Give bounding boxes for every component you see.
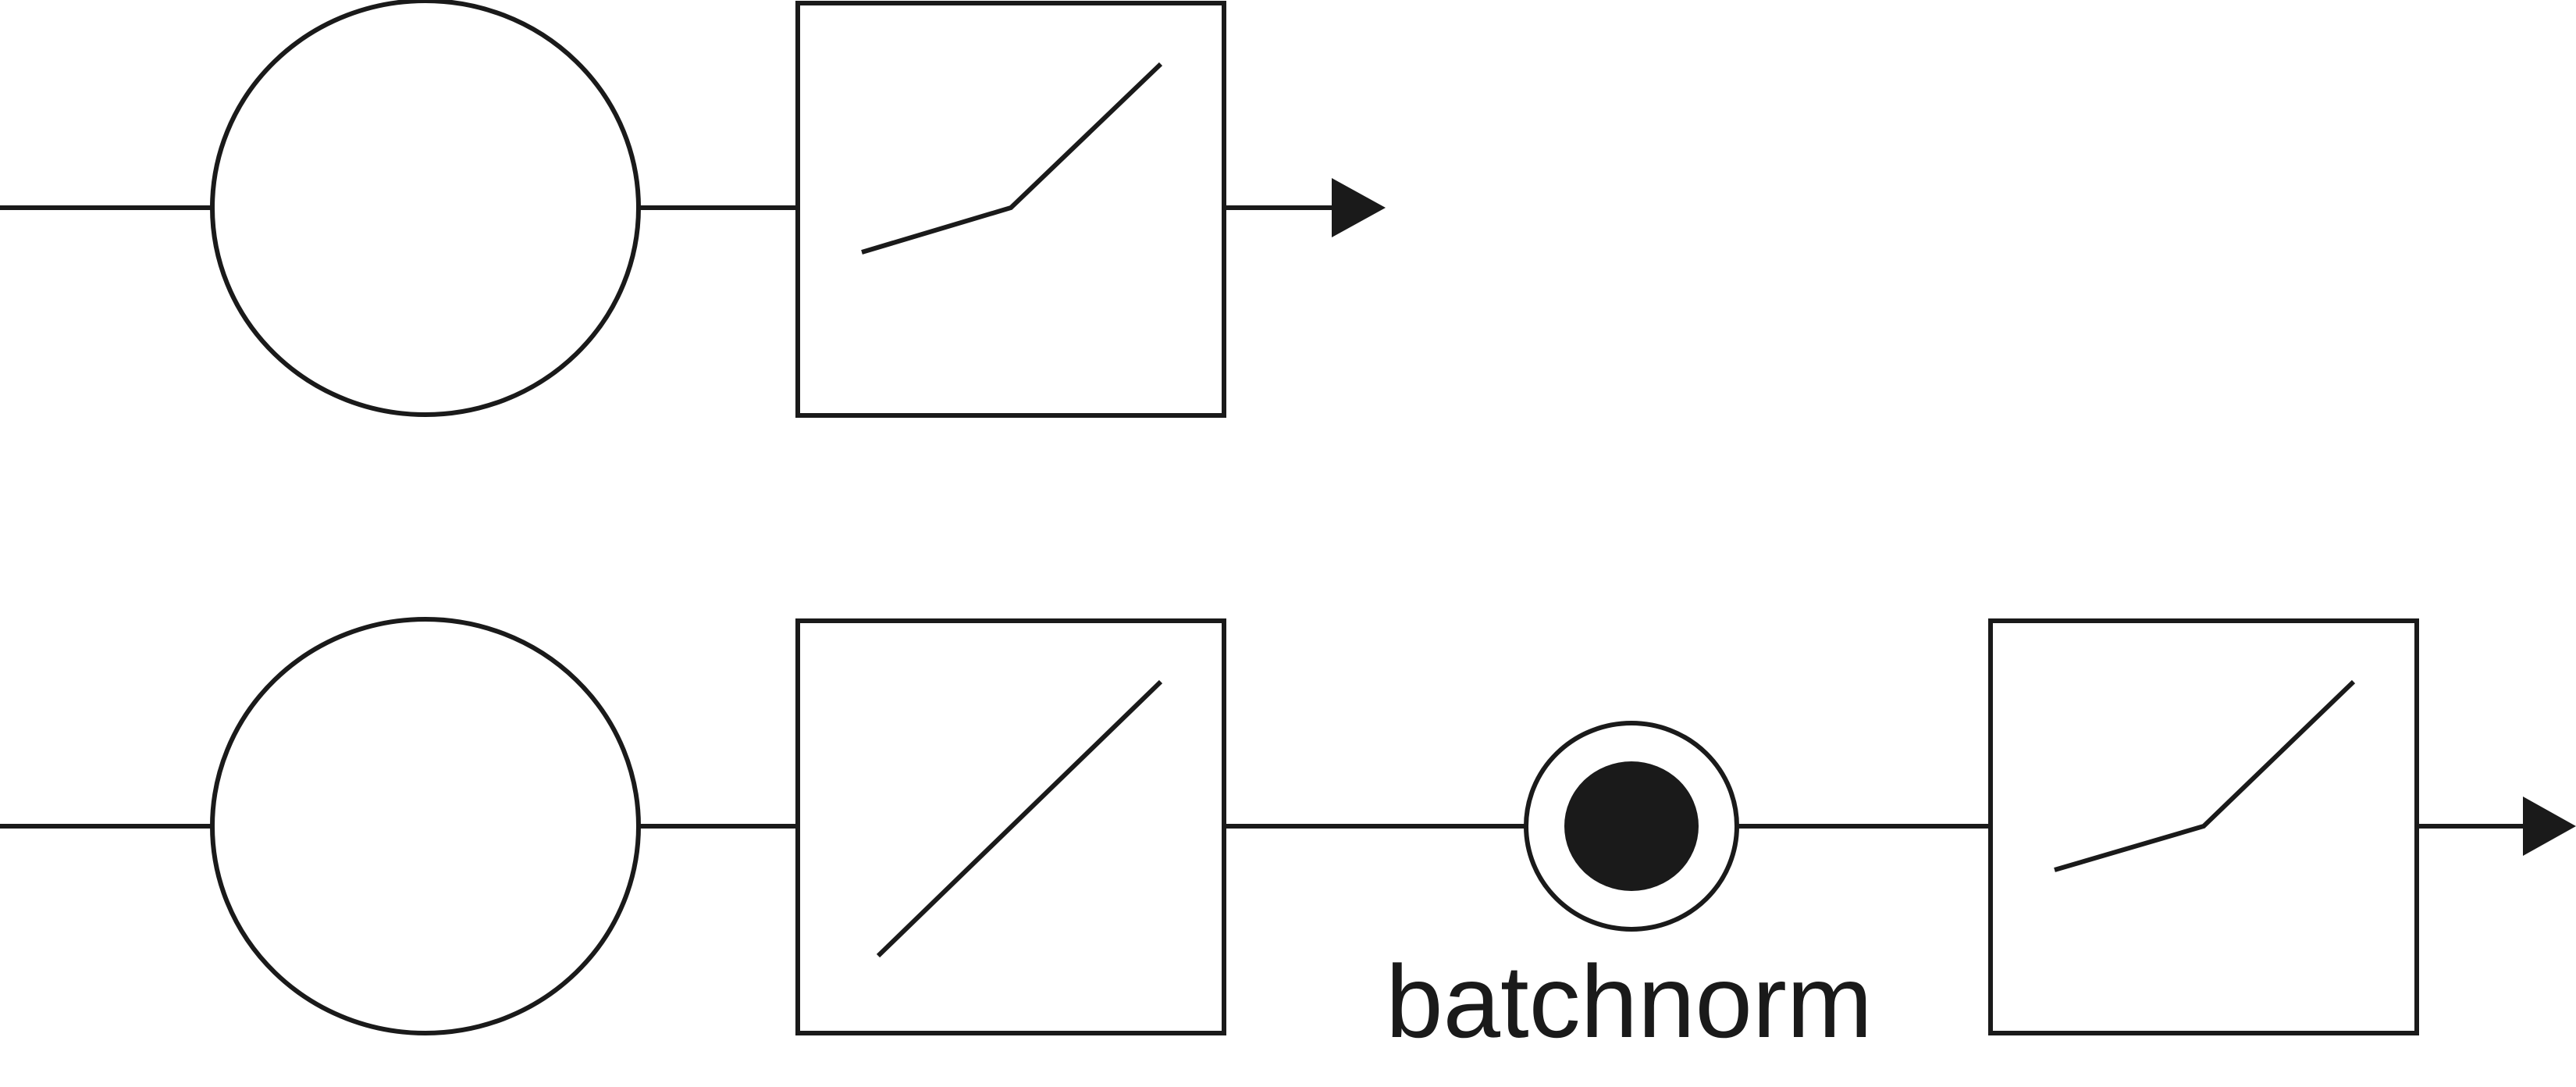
row-plain-neuron [0, 0, 1386, 418]
output-arrowhead [2523, 797, 2576, 856]
relu-curve-icon [861, 62, 1163, 255]
batchnorm-label: batchnorm [1386, 944, 1873, 1059]
row-batchnorm-neuron: batchnorm [0, 617, 2576, 1059]
summation-node [210, 617, 641, 1035]
output-arrowhead [1332, 178, 1386, 237]
linear-curve-icon [876, 679, 1163, 958]
summation-node [210, 0, 641, 417]
relu-curve-icon [2054, 679, 2356, 872]
batchnorm-node-core [1564, 761, 1699, 891]
